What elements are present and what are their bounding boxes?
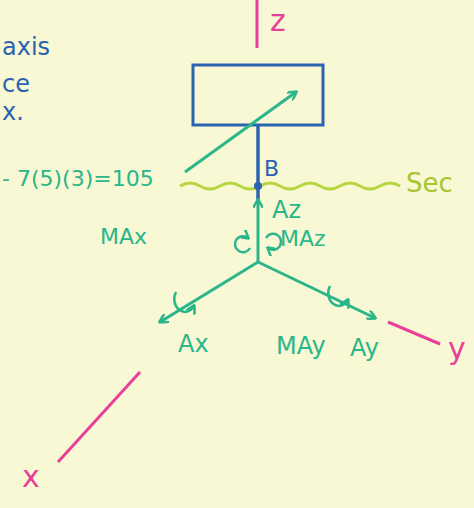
note-text: ce [2,72,30,96]
moment-label: MAz [280,228,326,250]
point-b-dot [254,182,262,190]
moment-arrow [174,292,194,312]
section-label: Sec [406,170,453,196]
moment-arrow [266,234,281,250]
axis-label: y [448,334,466,364]
axis-label: x [22,462,40,492]
note-text: axis [2,35,50,59]
moment-arrow [328,286,348,306]
force-label: Ax [178,332,209,356]
az-arrow [257,200,260,262]
x-axis-line [58,372,140,462]
moment-label: MAx [100,226,147,248]
section-cut [180,183,400,189]
moment-label: MAy [276,334,326,358]
moment-arrow [235,236,250,252]
point-label: B [264,158,279,180]
z-axis-line [256,0,259,48]
ax-arrow [160,262,258,322]
force-label: Ay [350,336,379,360]
axis-label: z [270,6,286,36]
force-arrow [185,92,296,172]
sign-board [193,65,323,125]
note-text: x. [2,100,24,124]
y-axis-line [388,322,440,344]
moment-calc: - 7(5)(3)=105 [2,168,154,190]
force-label: Az [272,198,301,222]
ay-arrow [258,262,375,318]
